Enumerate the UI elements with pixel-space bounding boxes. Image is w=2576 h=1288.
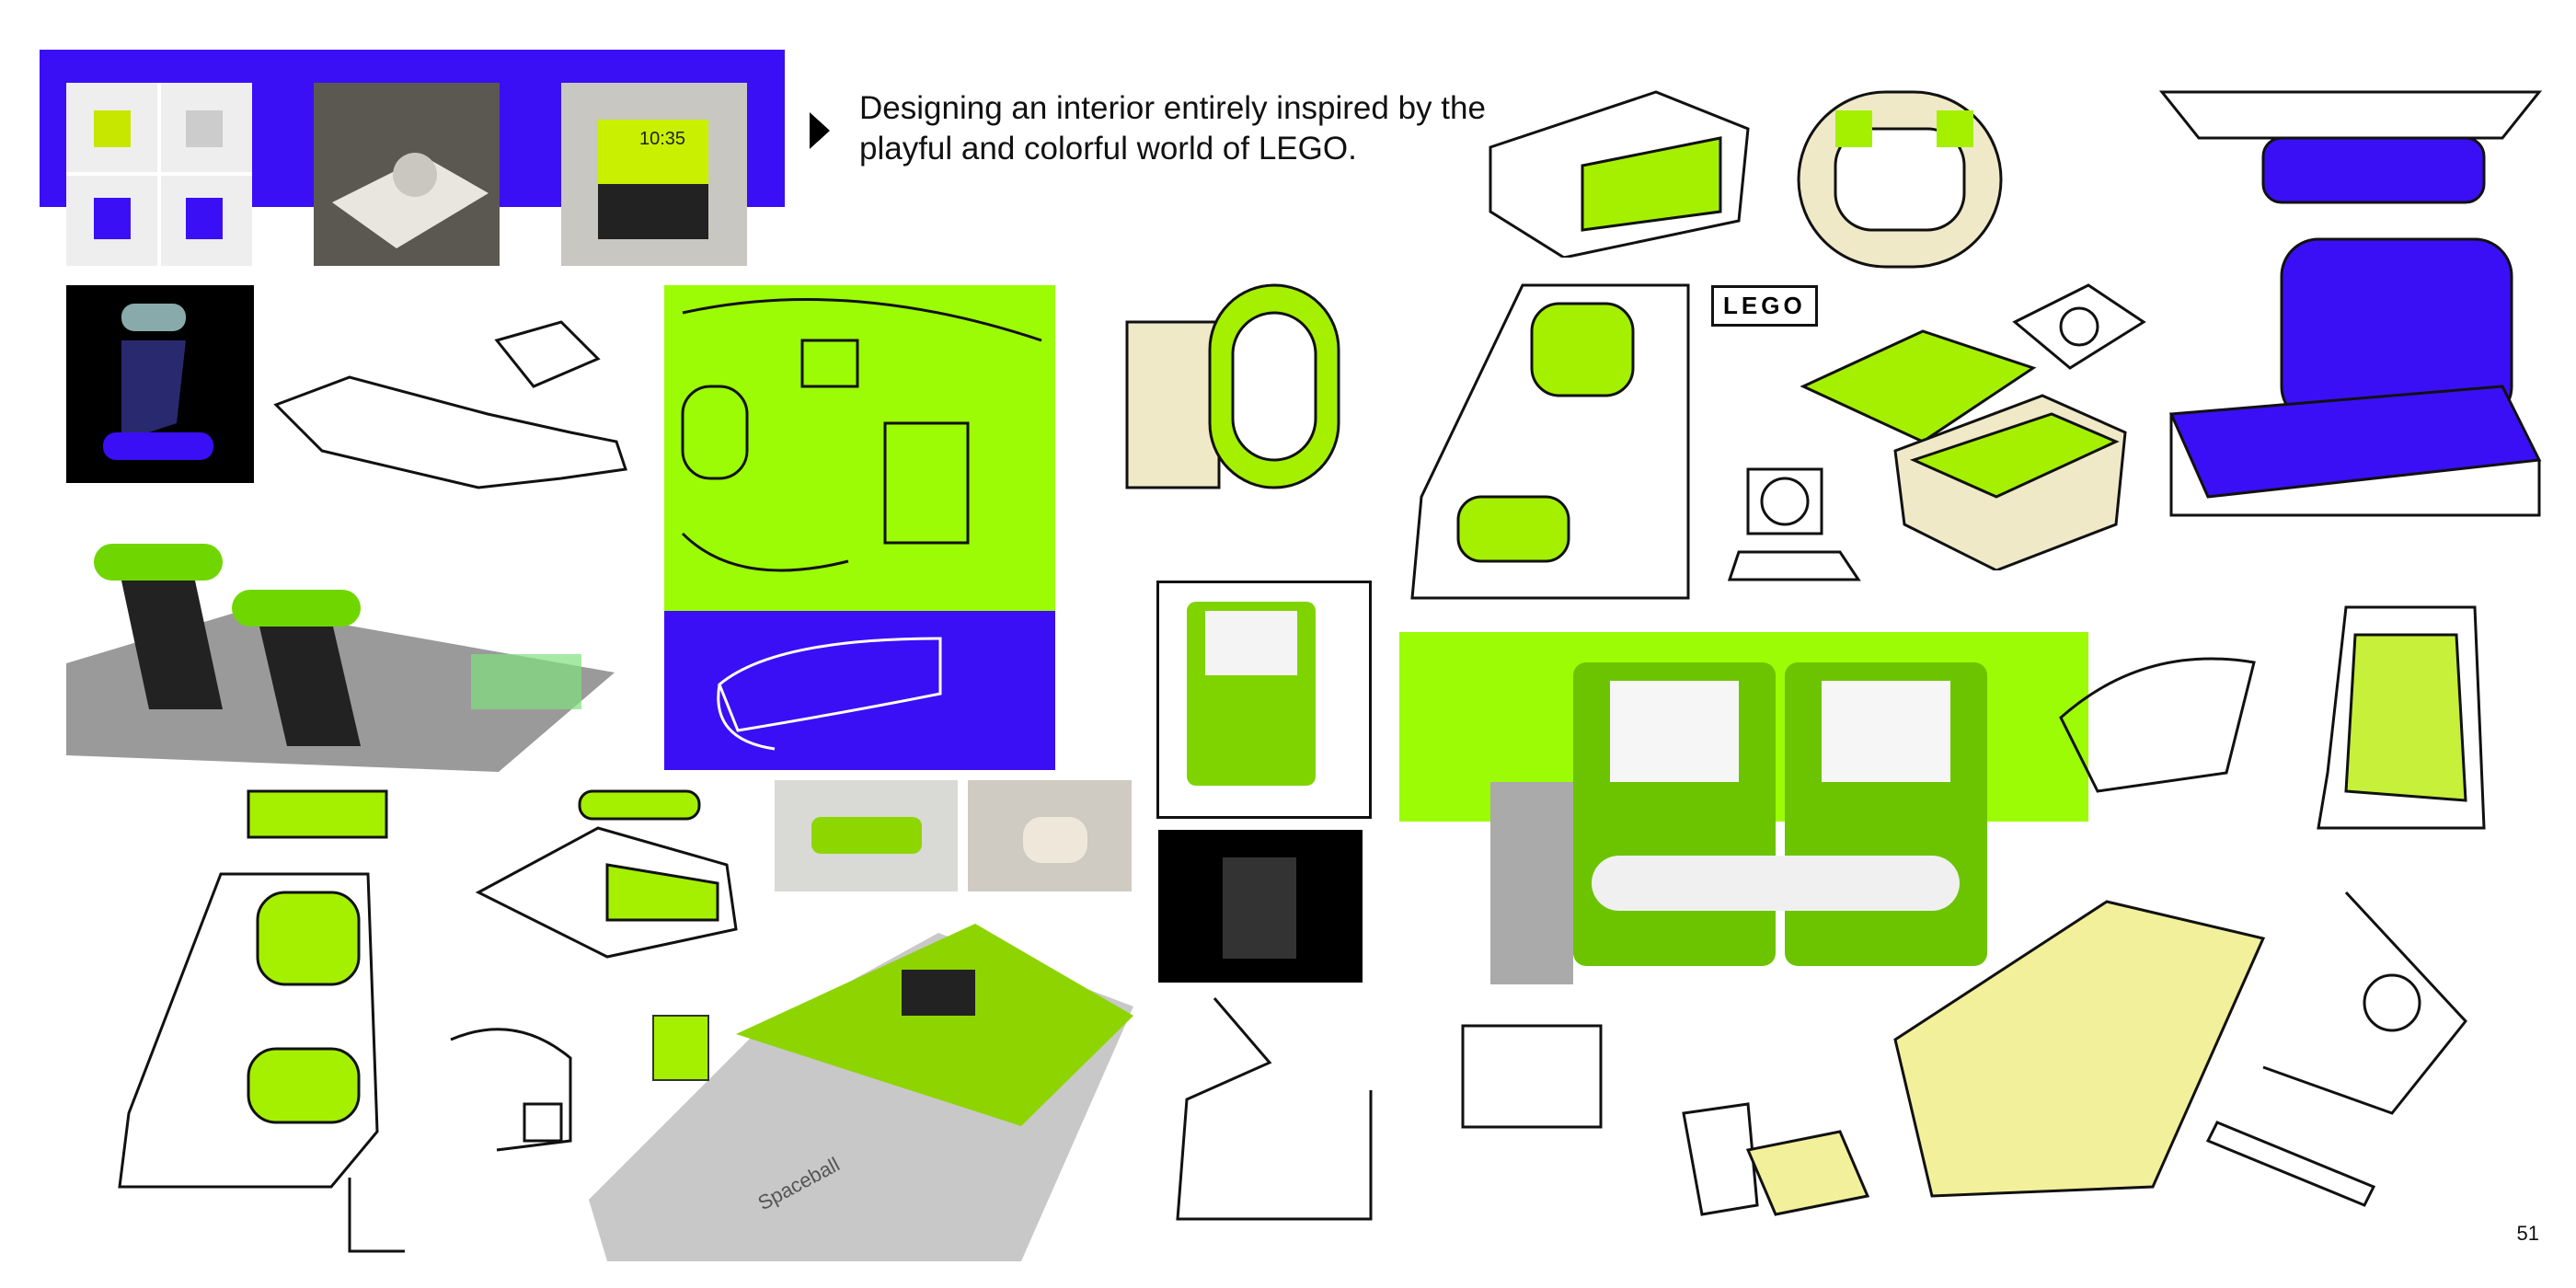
device-time: 10:35: [639, 129, 686, 149]
seat-render-dark: [66, 285, 254, 483]
white-chair-photo: [968, 780, 1132, 891]
seats-render-gray: [66, 498, 615, 772]
lego-seats-photo: [1555, 662, 2015, 994]
interior-sketch-lime: [664, 285, 1055, 611]
intro-text: Designing an interior entirely inspired …: [859, 90, 1486, 167]
intro-block: Designing an interior entirely inspired …: [810, 88, 1522, 169]
sketch-folding-seat: [1682, 1102, 1870, 1216]
sketch-disc-player: [2012, 283, 2146, 370]
sketch-bed: [475, 789, 738, 959]
sketch-seat-lime-right: [2059, 605, 2486, 830]
sketch-clock: [1727, 467, 1861, 581]
spaceball-bed-render: Spaceball: [589, 896, 1133, 1261]
sketch-lime-box: [1489, 90, 1750, 258]
sketch-open-case: [1800, 329, 2127, 570]
lego-seat-photo-frame: [1156, 581, 1372, 819]
sketch-seat-side: [1410, 283, 1690, 600]
lime-sofa-photo: [775, 780, 958, 891]
sketch-blue-seat: [2158, 90, 2543, 517]
sketch-lounge-chair: [1893, 891, 2467, 1207]
lego-block-thumbnails: [66, 83, 252, 266]
side-cabinet-photo: [1490, 782, 1573, 984]
lego-sign: LEGO: [1711, 285, 1818, 327]
sketch-lamp: [450, 1028, 572, 1152]
interior-sketch-blue: [664, 611, 1055, 770]
sketch-lego-oval-pod: [1797, 90, 2003, 269]
sketch-seat-tall: [118, 789, 405, 1253]
amplifier-photo: [1158, 830, 1363, 983]
spaceball-device-photo: [314, 83, 500, 266]
sketch-chairs-bottom: [1176, 997, 1603, 1221]
lime-radio-photo: 10:35: [561, 83, 747, 266]
sketch-lego-capsule: [1125, 283, 1340, 489]
sketch-console-bottle: [273, 320, 627, 489]
page-number: 51: [2516, 1222, 2539, 1245]
triangle-bullet-icon: [810, 112, 830, 149]
lego-blocks-illustration: [66, 83, 252, 266]
